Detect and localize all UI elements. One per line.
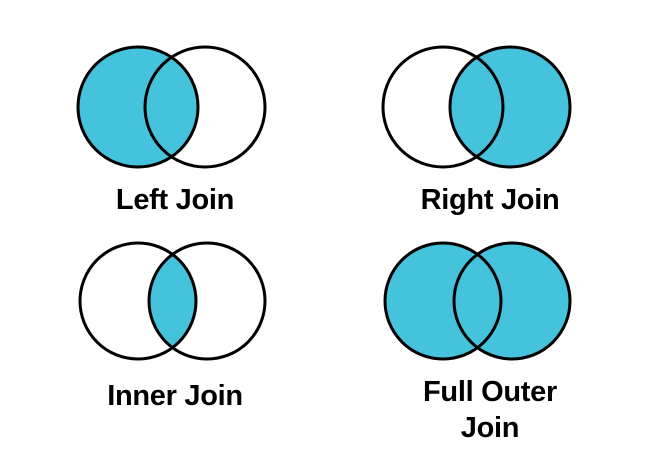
venn-svg-inner-join	[78, 241, 267, 361]
right-circle-fill	[454, 243, 570, 359]
diagram-cell-inner-join: Inner Join	[60, 234, 290, 419]
intersection-fill	[149, 243, 196, 359]
right-circle-outline	[147, 241, 267, 361]
venn-svg-right-join	[381, 45, 572, 169]
right-circle-outline	[143, 45, 267, 169]
left-circle-outline	[381, 45, 505, 169]
diagram-cell-full-outer-join: Full Outer Join	[365, 234, 595, 469]
left-circle-outline	[78, 241, 198, 361]
diagram-cell-left-join: Left Join	[60, 36, 290, 221]
label-left-join: Left Join	[115, 184, 235, 216]
venn-full-outer-join	[378, 239, 583, 374]
label-full-outer-join: Full Outer Join	[423, 376, 557, 444]
intersection-fill	[145, 47, 198, 167]
venn-svg-full-outer-join	[383, 241, 572, 361]
right-circle-fill	[450, 47, 570, 167]
label-inner-join: Inner Join	[107, 380, 243, 412]
left-circle-outline	[76, 45, 200, 169]
venn-inner-join	[73, 239, 278, 374]
left-circle-outline	[383, 241, 503, 361]
venn-left-join	[73, 41, 278, 176]
venn-svg-left-join	[76, 45, 267, 169]
right-circle-outline	[452, 241, 572, 361]
diagram-cell-right-join: Right Join	[365, 36, 595, 221]
right-circle-outline	[448, 45, 572, 169]
venn-right-join	[378, 41, 583, 176]
label-right-join: Right Join	[420, 184, 560, 216]
